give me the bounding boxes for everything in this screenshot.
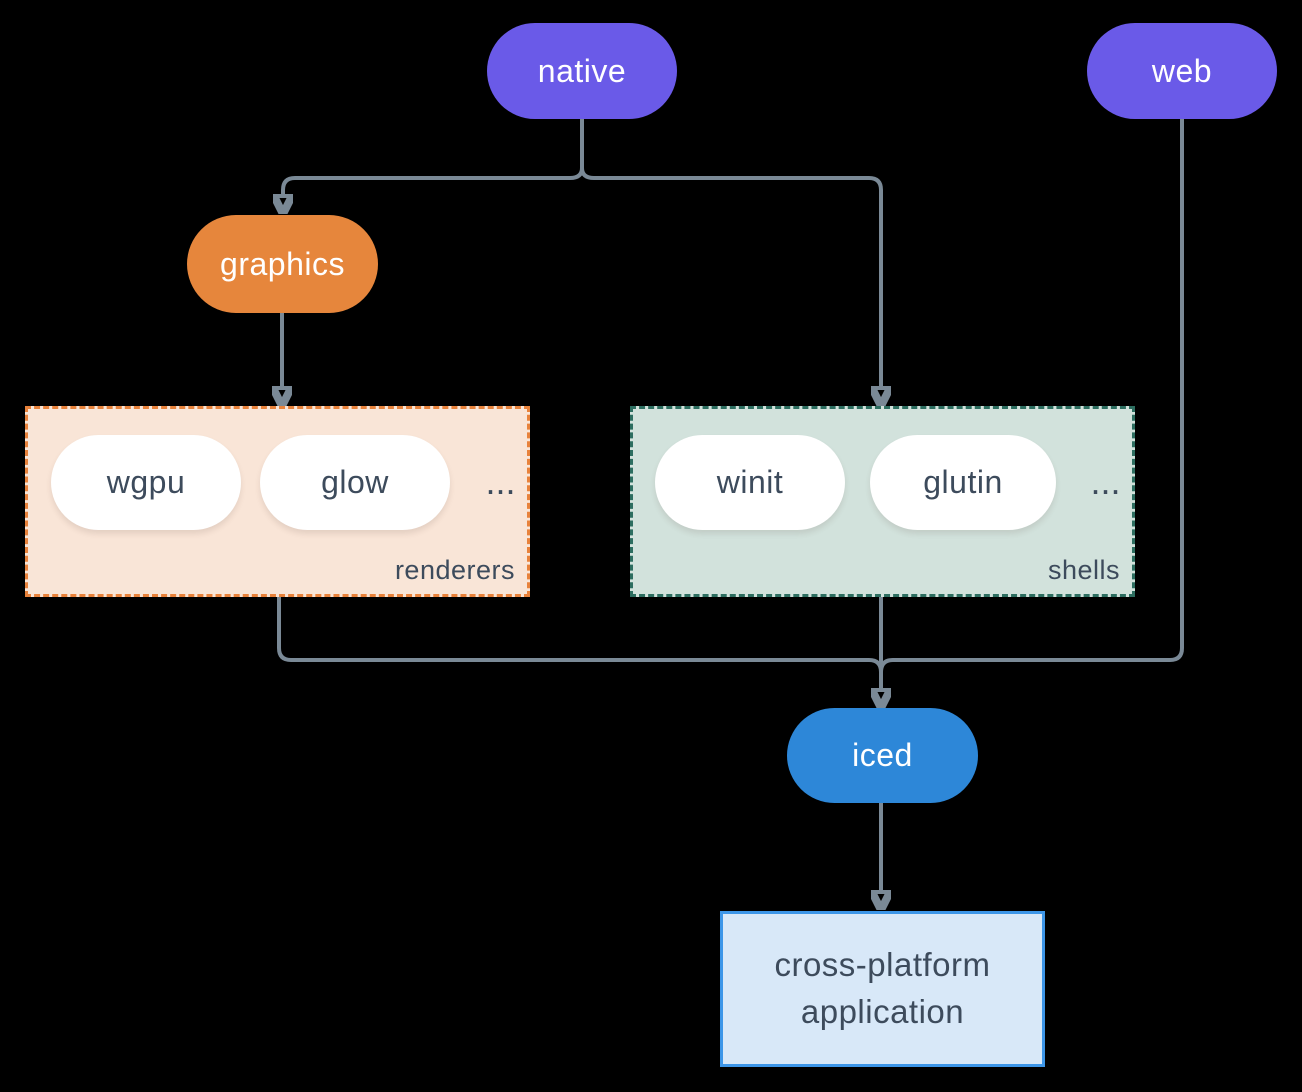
group-shells: winit glutin ... shells [630, 406, 1135, 597]
node-graphics-label: graphics [220, 245, 345, 282]
node-wgpu: wgpu [51, 435, 241, 530]
node-native-label: native [537, 52, 627, 89]
shells-ellipsis: ... [1090, 461, 1121, 502]
node-winit: winit [655, 435, 845, 530]
node-glow-label: glow [321, 464, 389, 500]
application-label-line2: application [800, 993, 965, 1030]
node-native: native [487, 23, 677, 119]
node-web: web [1087, 23, 1277, 119]
node-iced: iced [787, 708, 978, 803]
edge-renderers-to-junction [277, 597, 883, 682]
node-graphics: graphics [187, 215, 378, 313]
node-cross-platform-application: cross-platform application [720, 911, 1045, 1067]
edge-native-to-shells [580, 118, 881, 388]
edge-native-to-graphics [283, 118, 584, 196]
node-glutin: glutin [870, 435, 1056, 530]
node-glutin-label: glutin [923, 464, 1003, 500]
application-label-line1: cross-platform [774, 946, 991, 984]
renderers-group-label: renderers [394, 555, 515, 585]
shells-group-label: shells [1047, 555, 1120, 585]
node-web-label: web [1151, 52, 1213, 89]
node-winit-label: winit [716, 464, 784, 500]
group-renderers: wgpu glow ... renderers [25, 406, 530, 597]
node-glow: glow [260, 435, 450, 530]
node-iced-label: iced [852, 737, 913, 773]
edge-web-to-junction [879, 118, 1184, 682]
node-wgpu-label: wgpu [106, 464, 186, 500]
renderers-ellipsis: ... [485, 461, 516, 502]
